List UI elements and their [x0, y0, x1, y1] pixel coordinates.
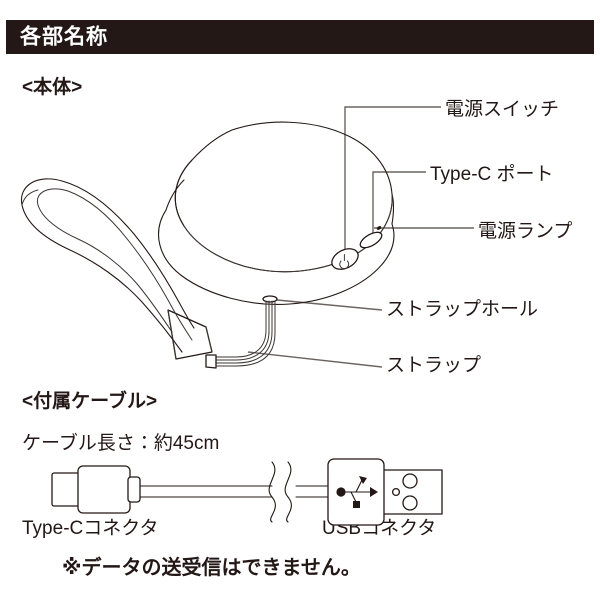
leader-lines [247, 106, 474, 368]
heading-included-cable: <付属ケーブル> [22, 391, 158, 412]
usb-connector [327, 458, 443, 526]
cable-length-text: ケーブル長さ：約45cm [22, 433, 220, 454]
section-title-bar: 各部名称 [6, 20, 594, 54]
strap-hole [262, 295, 278, 303]
callout-label-strap-hole: ストラップホール [386, 299, 539, 320]
cable-wire [127, 485, 331, 498]
callout-label-power-switch: 電源スイッチ [445, 99, 560, 120]
callout-label-strap: ストラップ [386, 355, 482, 376]
label-typec-connector: Type-Cコネクタ [22, 518, 159, 539]
callout-label-power-lamp: 電源ランプ [478, 221, 573, 242]
callout-label-typec-port: Type-C ポート [430, 164, 554, 185]
note-no-data-transfer: ※データの送受信はできません。 [62, 557, 361, 579]
strap-loop [20, 178, 195, 353]
label-usb-connector: USBコネクタ [322, 518, 437, 539]
strap-slider-block [167, 309, 217, 369]
heading-main-unit: <本体> [22, 77, 83, 98]
power-icon [339, 260, 350, 270]
strap-cord [215, 300, 276, 367]
typec-connector [51, 465, 141, 514]
power-switch[interactable] [328, 245, 361, 274]
cable-break-marks [268, 461, 292, 523]
usb-trident-icon [336, 476, 378, 508]
page-title: 各部名称 [20, 25, 108, 49]
typec-port [359, 231, 383, 249]
device-body [158, 121, 395, 306]
power-lamp [376, 226, 382, 230]
